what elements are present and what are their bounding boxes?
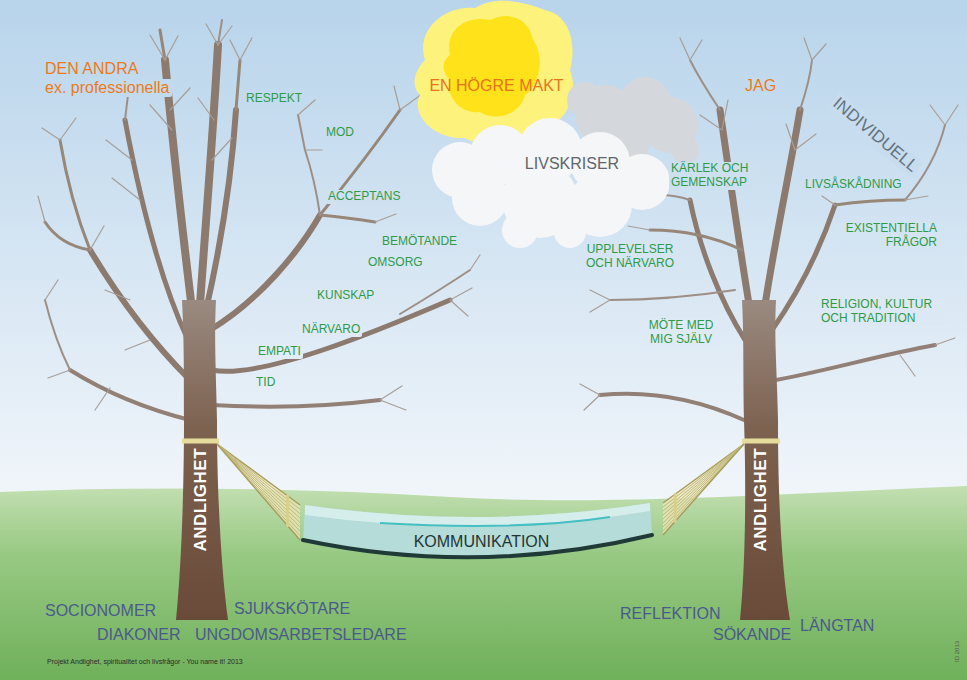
branch-word: LIVSÅSKÅDNING (803, 178, 904, 192)
tree-twig (38, 24, 480, 410)
rope-cord (217, 444, 300, 540)
branch-word: OMSORG (366, 256, 425, 270)
group-tag-box: INDIVIDUELL (823, 125, 928, 145)
node-text: LIVSKRISER (436, 155, 708, 173)
branch-word-box: KÄRLEK OCH GEMENSKAP (671, 162, 755, 190)
branch-word-box: KUNSKAP (317, 289, 374, 303)
branch-word: KÄRLEK OCH GEMENSKAP (669, 162, 757, 190)
hammock-stripe (380, 517, 610, 526)
rope-spreader (674, 494, 677, 521)
tree-trunk (740, 300, 790, 620)
rope-spreader (286, 496, 289, 526)
group-heading: DEN ANDRA (43, 60, 140, 78)
group-heading-box: JAG (745, 77, 776, 95)
branch-word-box: EXISTENTIELLA FRÅGOR (839, 222, 937, 250)
branch-word: EMPATI (256, 345, 303, 359)
branch-word: RESPEKT (244, 92, 304, 106)
branch-word-box: RESPEKT (246, 92, 302, 106)
hammock-node: KOMMUNIKATION (300, 495, 663, 565)
root-word-box: SOCIONOMER (45, 602, 156, 620)
cloud-white (452, 170, 508, 226)
root-word-box: UNGDOMSARBETSLEDARE (195, 626, 407, 644)
group-heading: JAG (743, 77, 778, 95)
root-word: SOCIONOMER (45, 602, 156, 620)
root-word: LÄNGTAN (800, 617, 874, 635)
branch-word: KUNSKAP (315, 289, 376, 303)
sun-core (444, 16, 540, 116)
tree-limb (165, 45, 218, 310)
trunk-node: ANDLIGHET (744, 444, 778, 556)
branch-word-box: ACCEPTANS (328, 190, 400, 204)
root-word-box: SJUKSKÖTARE (234, 600, 350, 618)
node-text: ANDLIGHET (191, 448, 211, 552)
cloud-grey (671, 136, 699, 164)
group-subheading: ex. professionella (43, 79, 172, 97)
tree-limb (720, 110, 800, 310)
root-word-box: REFLEKTION (620, 605, 720, 623)
root-word: SÖKANDE (713, 626, 791, 644)
branch-word: ACCEPTANS (326, 190, 402, 204)
branch-word: RELIGION, KULTUR OCH TRADITION (819, 298, 945, 326)
copyright-note-box: ID 2013 (947, 648, 967, 655)
branch-word-box: OMSORG (368, 256, 423, 270)
hammock-rope (217, 444, 300, 540)
root-word-box: SÖKANDE (713, 626, 791, 644)
branch-word: UPPLEVELSER OCH NÄRVARO (581, 243, 679, 271)
root-word: REFLEKTION (620, 605, 720, 623)
branch-word: NÄRVARO (300, 323, 362, 337)
node-text: KOMMUNIKATION (300, 533, 663, 551)
tree-trunk (176, 300, 228, 620)
root-word-box: DIAKONER (97, 626, 181, 644)
group-heading-box: DEN ANDRA (45, 60, 138, 78)
branch-word-box: NÄRVARO (302, 323, 360, 337)
hammock-rope (663, 444, 744, 535)
tree-limb (70, 370, 380, 420)
rope-fan (217, 444, 300, 540)
branch-word-box: TID (256, 376, 275, 390)
hammock-light (305, 503, 650, 526)
root-word: SJUKSKÖTARE (234, 600, 350, 618)
branch-word: EXISTENTIELLA FRÅGOR (837, 222, 939, 250)
node-text: ANDLIGHET (751, 448, 771, 552)
branch-word: TID (254, 376, 277, 390)
rope-band (182, 439, 219, 444)
hammock-node-shape (300, 495, 655, 565)
branch-word: MÖTE MED MIG SJÄLV (643, 319, 719, 347)
root-word-box: LÄNGTAN (800, 617, 874, 635)
branch-word: MOD (324, 126, 356, 140)
branch-word-box: BEMÖTANDE (382, 235, 457, 249)
trunk-node: ANDLIGHET (184, 444, 217, 556)
branch-word-box: RELIGION, KULTUR OCH TRADITION (821, 298, 943, 326)
copyright-note: ID 2013 (954, 640, 961, 661)
ground (0, 486, 967, 680)
branch-word-box: MÖTE MED MIG SJÄLV (645, 319, 717, 347)
cloud-white (502, 212, 538, 248)
branch-word-box: EMPATI (258, 345, 301, 359)
branch-word-box: UPPLEVELSER OCH NÄRVARO (583, 243, 677, 271)
branch-word-box: LIVSÅSKÅDNING (805, 178, 902, 192)
rope-cord (663, 444, 744, 535)
branch-word-box: MOD (326, 126, 354, 140)
root-word: UNGDOMSARBETSLEDARE (195, 626, 407, 644)
branch-word: BEMÖTANDE (380, 235, 459, 249)
footer-note-box: Projekt Andlighet, spiritualitet och liv… (47, 658, 243, 666)
left-tree (38, 20, 480, 420)
footer-note: Projekt Andlighet, spiritualitet och liv… (47, 658, 243, 666)
node-text: EN HÖGRE MAKT (405, 77, 588, 95)
root-word: DIAKONER (97, 626, 181, 644)
cloud-node: LIVSKRISER (420, 70, 708, 250)
group-subheading-box: ex. professionella (45, 79, 170, 97)
rope-band (742, 439, 780, 444)
rope-fan (663, 444, 744, 535)
